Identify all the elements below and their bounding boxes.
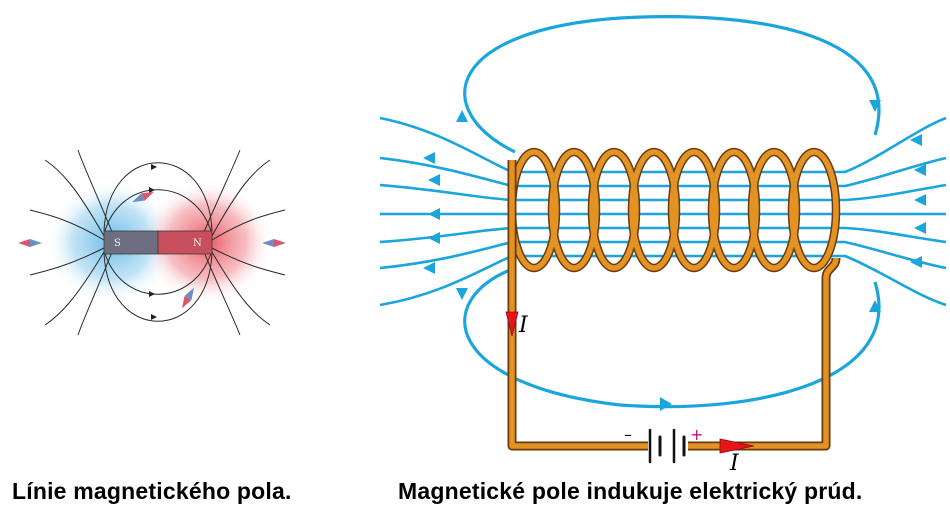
battery-icon <box>648 428 686 464</box>
north-pole-label: N <box>193 238 202 249</box>
battery-plus-sign: + <box>690 425 703 444</box>
solenoid-coil <box>507 147 841 273</box>
current-arrow-left-icon <box>505 311 519 337</box>
outer-loop-arrowheads <box>456 100 881 411</box>
current-label-bottom: I <box>729 451 740 476</box>
bar-magnet-diagram: S N <box>18 149 286 336</box>
magnet-north-half <box>157 230 213 255</box>
south-pole-label: S <box>114 238 121 249</box>
compass-needle-icon <box>132 191 154 203</box>
right-figure-caption: Magnetické pole indukuje elektrický prúd… <box>398 478 863 504</box>
solenoid-diagram: – + I I <box>379 15 947 476</box>
magnet-field-lines <box>29 149 286 336</box>
circuit-wire <box>507 160 841 451</box>
solenoid-interior-field-lines <box>379 116 947 307</box>
compass-needle-icon <box>182 287 194 309</box>
current-arrow-bottom-icon <box>719 438 755 454</box>
outer-field-loops <box>463 15 881 409</box>
magnet-south-half <box>103 230 159 255</box>
left-figure-caption: Línie magnetického pola. <box>12 478 292 504</box>
compass-needle-icon <box>18 239 42 247</box>
field-line-arrowheads <box>423 134 926 274</box>
battery-minus-sign: – <box>624 425 632 444</box>
compass-needle-icon <box>262 239 286 247</box>
field-direction-arrowheads <box>149 164 157 320</box>
current-label-left: I <box>518 313 529 338</box>
